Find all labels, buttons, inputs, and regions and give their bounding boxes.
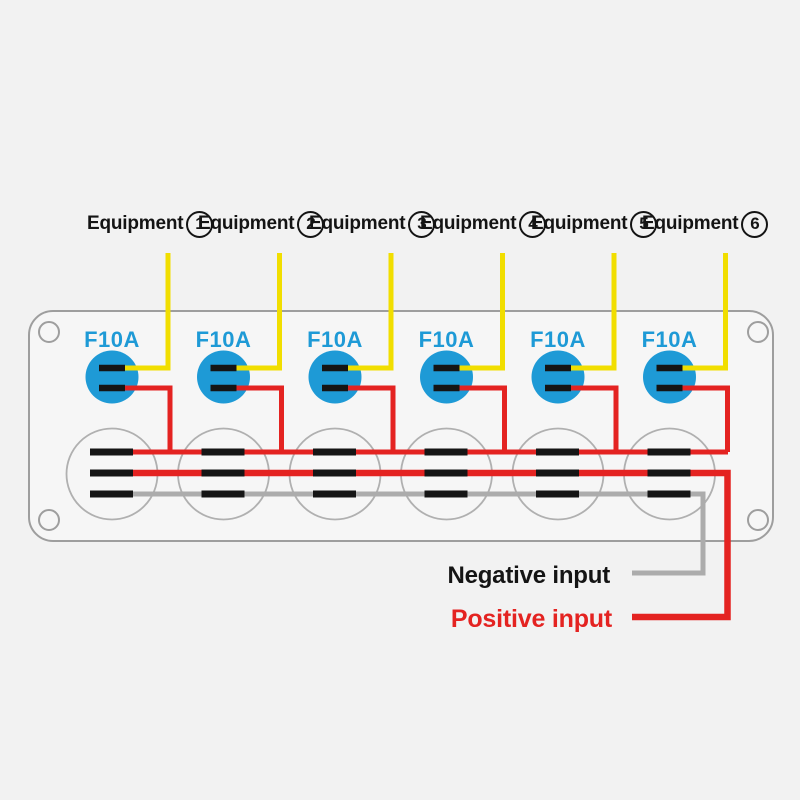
fuse-feed-wire-3 [347,385,396,452]
equipment-wire-5 [570,253,617,371]
fuse-feed-wire-4 [458,385,507,452]
equipment-wire-3 [347,253,394,371]
screw-hole-top-left [38,321,60,343]
equipment-label-5: Equipment 5 [531,209,658,239]
equipment-number-badge-6: 6 [741,210,769,238]
equipment-label-2: Equipment 2 [198,209,325,239]
equipment-label-text: Equipment [420,213,517,234]
switch-terminal-bars [90,448,691,498]
equipment-label-text: Equipment [642,213,739,234]
fuse-holder-6 [643,350,696,404]
equipment-label-6: Equipment 6 [642,209,769,239]
positive-input-label: Positive input [450,605,612,633]
fuse-rating-label-1: F10A [84,327,140,352]
equipment-number-badge-5: 5 [630,210,658,238]
fuse-rating-label-4: F10A [418,327,475,352]
equipment-label-text: Equipment [531,213,628,234]
fuse-feed-wire-6 [681,385,730,452]
equipment-wire-4 [458,253,505,371]
fuse-feed-wire-2 [235,385,284,452]
fuse-rating-label-5: F10A [530,327,586,352]
fuse-holder-1 [85,350,139,404]
equipment-label-text: Equipment [309,213,406,234]
screw-hole-bottom-right [747,509,769,531]
equipment-label-1: Equipment 1 [87,209,214,239]
equipment-label-text: Equipment [198,213,295,234]
equipment-wire-6 [681,253,728,371]
fuse-holder-3 [308,350,362,404]
screw-hole-top-right [747,321,769,343]
fuse-feed-wire-1 [124,385,173,452]
equipment-wire-1 [124,253,171,371]
equipment-number-badge-2: 2 [297,210,325,238]
fuse-holder-5 [531,350,585,404]
equipment-wire-2 [235,253,282,371]
equipment-label-3: Equipment 3 [309,209,436,239]
equipment-number-badge-3: 3 [408,210,436,238]
fuse-holder-4 [420,350,473,404]
equipment-number-badge-1: 1 [186,210,214,238]
fuse-rating-label-3: F10A [307,327,363,352]
fuse-terminal-bars [99,364,683,392]
equipment-wires [124,253,728,371]
fuse-rating-label-6: F10A [641,327,698,352]
fuse-rating-label-2: F10A [195,327,252,352]
screw-hole-bottom-left [38,509,60,531]
negative-input-label: Negative input [447,562,610,589]
fuse-feed-wire-5 [570,385,619,452]
equipment-number-badge-4: 4 [519,210,547,238]
fuse-feed-wires [124,385,730,452]
negative-bus-wire [112,491,706,576]
fuse-holder-2 [197,350,250,404]
equipment-label-text: Equipment [87,213,184,234]
positive-bus-wire [112,469,731,621]
screw-holes [38,321,769,531]
equipment-label-4: Equipment 4 [420,209,547,239]
